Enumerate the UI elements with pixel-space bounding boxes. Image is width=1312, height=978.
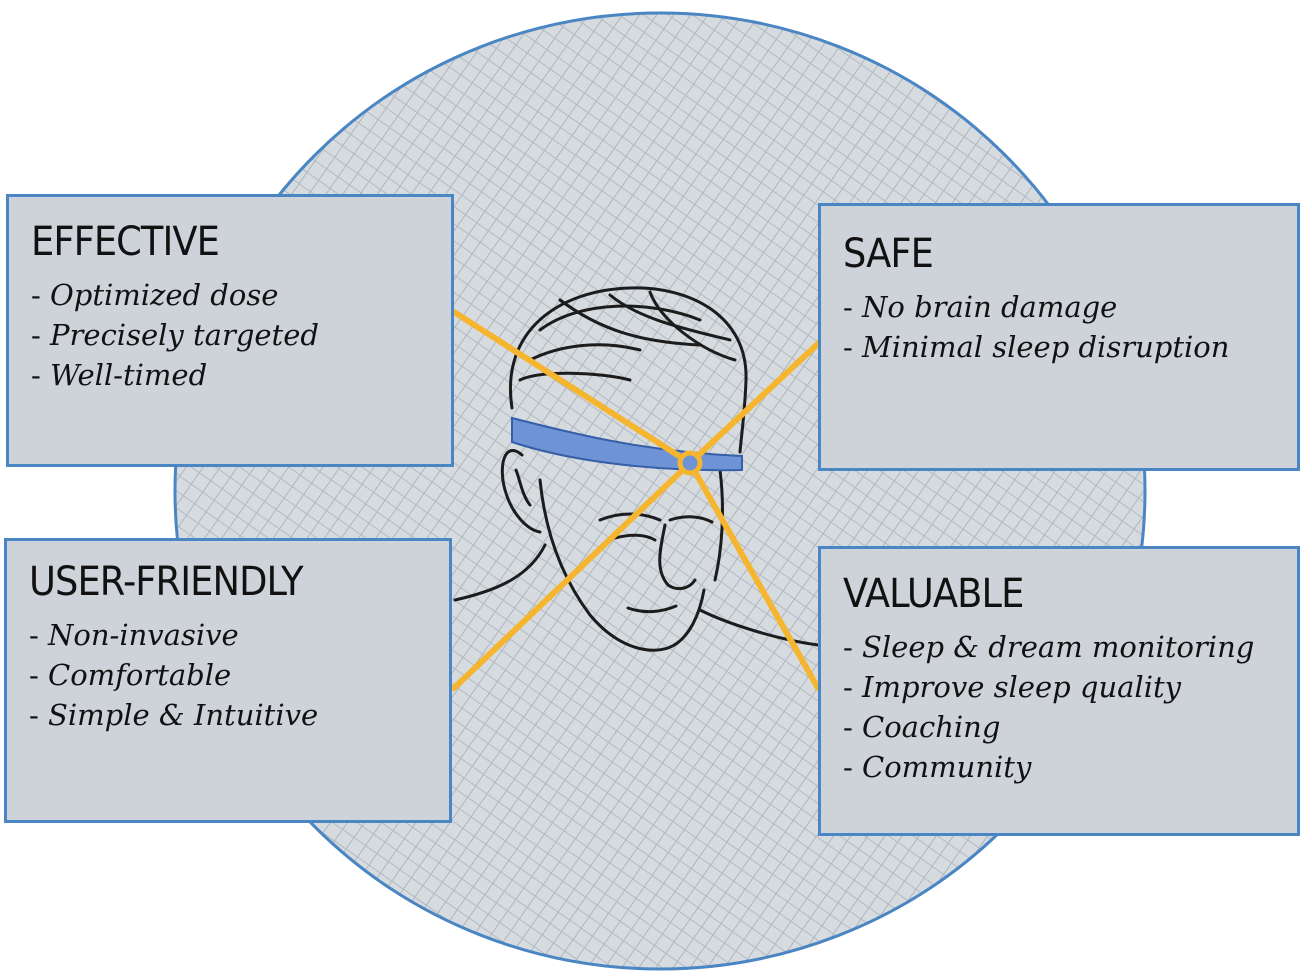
panel-title: EFFECTIVE: [31, 219, 220, 265]
panel-list: Sleep & dream monitoring Improve sleep q…: [843, 627, 1275, 787]
panel-list: Optimized dose Precisely targeted Well-t…: [31, 275, 429, 395]
list-item: Comfortable: [29, 655, 427, 695]
list-item: Optimized dose: [31, 275, 429, 315]
panel-title: VALUABLE: [843, 571, 1024, 617]
panel-effective: EFFECTIVE Optimized dose Precisely targe…: [6, 194, 454, 467]
panel-user-friendly: USER-FRIENDLY Non-invasive Comfortable S…: [4, 538, 452, 823]
head-sketch-icon: [453, 286, 820, 652]
list-item: Non-invasive: [29, 615, 427, 655]
list-item: Improve sleep quality: [843, 667, 1275, 707]
panel-title: SAFE: [843, 231, 934, 277]
list-item: Sleep & dream monitoring: [843, 627, 1275, 667]
list-item: Community: [843, 747, 1275, 787]
panel-list: No brain damage Minimal sleep disruption: [843, 287, 1275, 367]
panel-title: USER-FRIENDLY: [29, 559, 304, 605]
stimulation-point-icon: [677, 450, 703, 476]
list-item: Simple & Intuitive: [29, 695, 427, 735]
panel-list: Non-invasive Comfortable Simple & Intuit…: [29, 615, 427, 735]
panel-valuable: VALUABLE Sleep & dream monitoring Improv…: [818, 546, 1300, 836]
list-item: Precisely targeted: [31, 315, 429, 355]
connector-rays: [451, 309, 825, 691]
list-item: Minimal sleep disruption: [843, 327, 1275, 367]
list-item: Coaching: [843, 707, 1275, 747]
panel-safe: SAFE No brain damage Minimal sleep disru…: [818, 203, 1300, 471]
list-item: No brain damage: [843, 287, 1275, 327]
list-item: Well-timed: [31, 355, 429, 395]
